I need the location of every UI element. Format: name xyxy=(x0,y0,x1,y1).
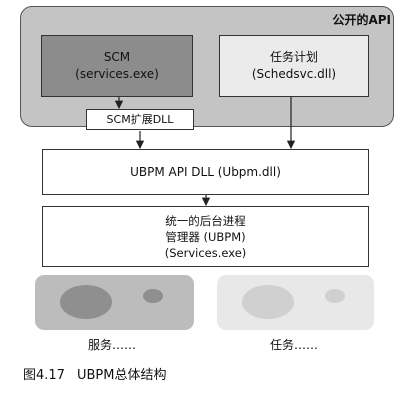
figure-caption: 图4.17 UBPM总体结构 xyxy=(23,364,166,383)
services-card xyxy=(35,275,194,330)
scm-extension-dll-box: SCM扩展DLL xyxy=(86,109,194,130)
task-blob-small xyxy=(325,289,345,303)
task-scheduler-module: (Schedsvc.dll) xyxy=(251,67,337,81)
task-scheduler-box: 任务计划 (Schedsvc.dll) xyxy=(219,35,369,97)
ubpm-line-2: 管理器 (UBPM) xyxy=(165,229,246,244)
task-blob-large xyxy=(242,285,294,319)
services-label: 服务…… xyxy=(88,338,137,352)
service-blob-small xyxy=(143,289,163,303)
ubpm-line-3: (Services.exe) xyxy=(164,245,247,260)
public-api-title: 公开的API xyxy=(332,13,391,27)
task-scheduler-name: 任务计划 xyxy=(269,50,318,64)
ubpm-api-dll-box: UBPM API DLL (Ubpm.dll) xyxy=(42,149,369,195)
ubpm-box: 统一的后台进程 管理器 (UBPM) (Services.exe) xyxy=(42,206,369,267)
scm-box: SCM (services.exe) xyxy=(41,35,193,97)
scm-extension-dll-label: SCM扩展DLL xyxy=(106,113,174,126)
figure-title: UBPM总体结构 xyxy=(76,368,167,383)
tasks-card xyxy=(217,275,374,330)
scm-name: SCM xyxy=(103,50,131,64)
figure-number: 图4.17 xyxy=(23,368,65,383)
ubpm-line-1: 统一的后台进程 xyxy=(165,213,246,228)
scm-module: (services.exe) xyxy=(75,67,159,81)
ubpm-api-dll-label: UBPM API DLL (Ubpm.dll) xyxy=(130,164,281,179)
tasks-label: 任务…… xyxy=(270,338,319,352)
service-blob-large xyxy=(60,285,112,319)
